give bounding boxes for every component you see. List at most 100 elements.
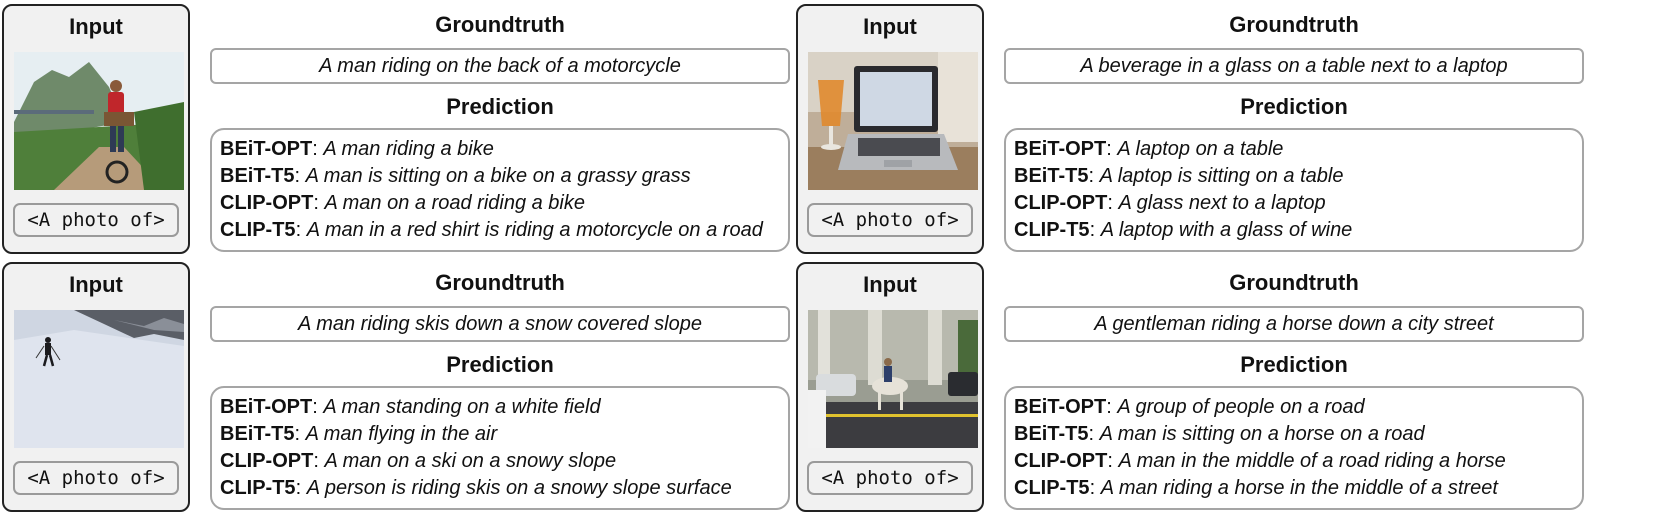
- separator: :: [295, 219, 307, 241]
- predicted-caption: A man riding a bike: [323, 138, 494, 160]
- input-label: Input: [69, 14, 123, 39]
- groundtruth-caption: A man riding on the back of a motorcycle: [210, 48, 790, 84]
- predicted-caption: A glass next to a laptop: [1118, 192, 1326, 214]
- caption-column: Groundtruth A beverage in a glass on a ta…: [1004, 2, 1584, 258]
- separator: :: [1088, 165, 1100, 187]
- predicted-caption: A man standing on a white field: [323, 396, 601, 418]
- model-name: BEiT-OPT: [220, 138, 313, 160]
- skier-on-snowy-slope-photo: [14, 310, 184, 448]
- groundtruth-label: Groundtruth: [1229, 270, 1359, 295]
- man-on-motorcycle-dirt-road-photo: [14, 52, 184, 190]
- prediction-line: CLIP-OPT: A glass next to a laptop: [1014, 190, 1582, 217]
- groundtruth-label: Groundtruth: [1229, 12, 1359, 37]
- example-panel: Input <A photo of> Groundtruth A gentleman…: [794, 260, 1616, 516]
- prediction-line: BEiT-OPT: A laptop on a table: [1014, 136, 1582, 163]
- prompt-box: <A photo of>: [13, 461, 179, 495]
- model-name: CLIP-T5: [220, 477, 296, 499]
- prediction-line: CLIP-OPT: A man on a ski on a snowy slop…: [220, 448, 788, 475]
- prediction-line: BEiT-OPT: A man riding a bike: [220, 136, 788, 163]
- input-box: Input <A photo of>: [796, 262, 984, 512]
- prediction-line: CLIP-T5: A laptop with a glass of wine: [1014, 217, 1582, 244]
- example-panel: Input <A photo of> Groundtruth A man ridin…: [0, 2, 822, 258]
- separator: :: [1089, 219, 1101, 241]
- prompt-box: <A photo of>: [807, 203, 973, 237]
- model-name: BEiT-T5: [220, 423, 295, 445]
- input-box: Input <A photo of>: [2, 4, 190, 254]
- separator: :: [1107, 450, 1119, 472]
- separator: :: [312, 396, 324, 418]
- separator: :: [294, 165, 306, 187]
- predicted-caption: A man is sitting on a bike on a grassy g…: [305, 165, 691, 187]
- separator: :: [312, 138, 324, 160]
- predicted-caption: A group of people on a road: [1117, 396, 1365, 418]
- input-label: Input: [863, 14, 917, 39]
- prompt-box: <A photo of>: [13, 203, 179, 237]
- caption-column: Groundtruth A man riding on the back of a…: [210, 2, 790, 258]
- prediction-line: CLIP-T5: A man in a red shirt is riding …: [220, 217, 788, 244]
- prediction-label: Prediction: [1240, 94, 1348, 119]
- separator: :: [1106, 396, 1118, 418]
- predicted-caption: A man riding a horse in the middle of a …: [1100, 477, 1498, 499]
- caption-column: Groundtruth A gentleman riding a horse do…: [1004, 260, 1584, 516]
- groundtruth-caption: A gentleman riding a horse down a city s…: [1004, 306, 1584, 342]
- prediction-line: CLIP-T5: A person is riding skis on a sn…: [220, 475, 788, 502]
- input-box: Input <A photo of>: [2, 262, 190, 512]
- separator: :: [1089, 477, 1101, 499]
- model-name: CLIP-T5: [1014, 477, 1090, 499]
- groundtruth-caption: A beverage in a glass on a table next to…: [1004, 48, 1584, 84]
- separator: :: [313, 192, 325, 214]
- prediction-label: Prediction: [446, 94, 554, 119]
- model-name: CLIP-T5: [1014, 219, 1090, 241]
- model-name: BEiT-T5: [1014, 165, 1089, 187]
- prediction-label: Prediction: [1240, 352, 1348, 377]
- model-name: BEiT-OPT: [1014, 138, 1107, 160]
- prediction-line: BEiT-OPT: A man standing on a white fiel…: [220, 394, 788, 421]
- predicted-caption: A man flying in the air: [305, 423, 498, 445]
- model-name: CLIP-OPT: [220, 192, 314, 214]
- example-panel: Input <A photo of> Groundtruth A beverage …: [794, 2, 1616, 258]
- predicted-caption: A laptop with a glass of wine: [1100, 219, 1353, 241]
- model-name: CLIP-T5: [220, 219, 296, 241]
- prediction-line: BEiT-T5: A man is sitting on a bike on a…: [220, 163, 788, 190]
- predicted-caption: A man is sitting on a horse on a road: [1099, 423, 1425, 445]
- predicted-caption: A man on a ski on a snowy slope: [324, 450, 617, 472]
- separator: :: [1106, 138, 1118, 160]
- separator: :: [313, 450, 325, 472]
- prediction-line: BEiT-T5: A man is sitting on a horse on …: [1014, 421, 1582, 448]
- horse-rider-on-city-street-photo: [808, 310, 978, 448]
- groundtruth-label: Groundtruth: [435, 270, 565, 295]
- model-name: CLIP-OPT: [1014, 192, 1108, 214]
- beer-glass-and-laptop-photo: [808, 52, 978, 190]
- predicted-caption: A man on a road riding a bike: [324, 192, 585, 214]
- prediction-line: CLIP-T5: A man riding a horse in the mid…: [1014, 475, 1582, 502]
- separator: :: [1107, 192, 1119, 214]
- prediction-line: CLIP-OPT: A man in the middle of a road …: [1014, 448, 1582, 475]
- separator: :: [1088, 423, 1100, 445]
- predicted-caption: A person is riding skis on a snowy slope…: [306, 477, 732, 499]
- predicted-caption: A man in a red shirt is riding a motorcy…: [306, 219, 763, 241]
- prediction-line: BEiT-T5: A man flying in the air: [220, 421, 788, 448]
- model-name: BEiT-T5: [1014, 423, 1089, 445]
- prediction-label: Prediction: [446, 352, 554, 377]
- predicted-caption: A laptop is sitting on a table: [1099, 165, 1344, 187]
- input-label: Input: [863, 272, 917, 297]
- groundtruth-label: Groundtruth: [435, 12, 565, 37]
- predicted-caption: A man in the middle of a road riding a h…: [1118, 450, 1506, 472]
- predicted-caption: A laptop on a table: [1117, 138, 1284, 160]
- prediction-line: BEiT-T5: A laptop is sitting on a table: [1014, 163, 1582, 190]
- prediction-box: BEiT-OPT: A man standing on a white fiel…: [210, 386, 790, 510]
- prediction-line: BEiT-OPT: A group of people on a road: [1014, 394, 1582, 421]
- prompt-box: <A photo of>: [807, 461, 973, 495]
- input-box: Input <A photo of>: [796, 4, 984, 254]
- model-name: CLIP-OPT: [220, 450, 314, 472]
- model-name: BEiT-OPT: [1014, 396, 1107, 418]
- prediction-line: CLIP-OPT: A man on a road riding a bike: [220, 190, 788, 217]
- model-name: CLIP-OPT: [1014, 450, 1108, 472]
- model-name: BEiT-T5: [220, 165, 295, 187]
- model-name: BEiT-OPT: [220, 396, 313, 418]
